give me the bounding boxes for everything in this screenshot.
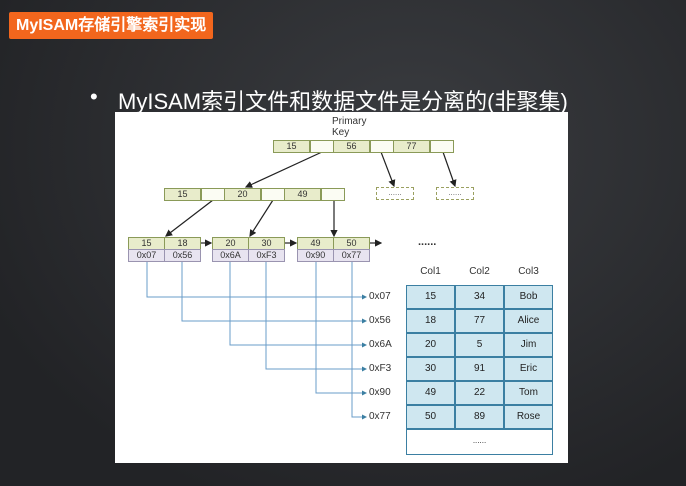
table-cell: Tom [504, 381, 553, 405]
placeholder-node: ...... [376, 187, 414, 200]
table-header: Col1 [420, 266, 441, 277]
root-node-pointer [310, 140, 334, 153]
slide-title: MyISAM存储引擎索引实现 [9, 12, 214, 39]
leaf-address: 0x07 [128, 249, 165, 262]
table-cell: 34 [455, 285, 504, 309]
level2-node-pointer [261, 188, 285, 201]
leaf-address: 0x6A [212, 249, 249, 262]
table-cell: Bob [504, 285, 553, 309]
level2-node-key: 49 [284, 188, 321, 201]
table-cell: Alice [504, 309, 553, 333]
leaf-address: 0x90 [297, 249, 334, 262]
leaf-ellipsis: ...... [418, 236, 437, 248]
table-cell: Rose [504, 405, 553, 429]
table-cell: 50 [406, 405, 455, 429]
table-footer-row: ...... [406, 429, 553, 455]
table-cell: 5 [455, 333, 504, 357]
leaf-address: 0xF3 [248, 249, 285, 262]
root-node-key: 56 [333, 140, 370, 153]
pointer-line [315, 261, 367, 396]
pointer-line [181, 261, 367, 324]
table-cell: 30 [406, 357, 455, 381]
root-node-key: 15 [273, 140, 310, 153]
row-pointer-label: 0x90 [369, 387, 391, 398]
table-cell: Eric [504, 357, 553, 381]
primary-key-caption: Primary Key [332, 116, 367, 138]
row-pointer-label: 0xF3 [369, 363, 392, 374]
table-cell: 89 [455, 405, 504, 429]
root-node-pointer [430, 140, 454, 153]
placeholder-node: ...... [436, 187, 474, 200]
bullet: • [90, 84, 98, 109]
table-cell: 49 [406, 381, 455, 405]
pointer-line [265, 261, 367, 372]
table-cell: 20 [406, 333, 455, 357]
row-pointer-label: 0x77 [369, 411, 391, 422]
leaf-address: 0x56 [164, 249, 201, 262]
table-cell: 91 [455, 357, 504, 381]
pointer-line [146, 261, 367, 300]
table-cell: 22 [455, 381, 504, 405]
table-header: Col3 [518, 266, 539, 277]
level2-node-key: 20 [224, 188, 261, 201]
row-pointer-label: 0x6A [369, 339, 392, 350]
pointer-line [229, 261, 367, 348]
level2-node-pointer [321, 188, 345, 201]
root-node-key: 77 [393, 140, 430, 153]
pointer-line [351, 261, 367, 420]
level2-node-pointer [201, 188, 225, 201]
table-header: Col2 [469, 266, 490, 277]
row-pointer-label: 0x56 [369, 315, 391, 326]
table-cell: 15 [406, 285, 455, 309]
level2-node-key: 15 [164, 188, 201, 201]
root-node-pointer [370, 140, 394, 153]
row-pointer-label: 0x07 [369, 291, 391, 302]
table-cell: 77 [455, 309, 504, 333]
table-cell: 18 [406, 309, 455, 333]
slide-heading: MyISAM索引文件和数据文件是分离的(非聚集) [118, 89, 568, 114]
table-cell: Jim [504, 333, 553, 357]
leaf-address: 0x77 [333, 249, 370, 262]
